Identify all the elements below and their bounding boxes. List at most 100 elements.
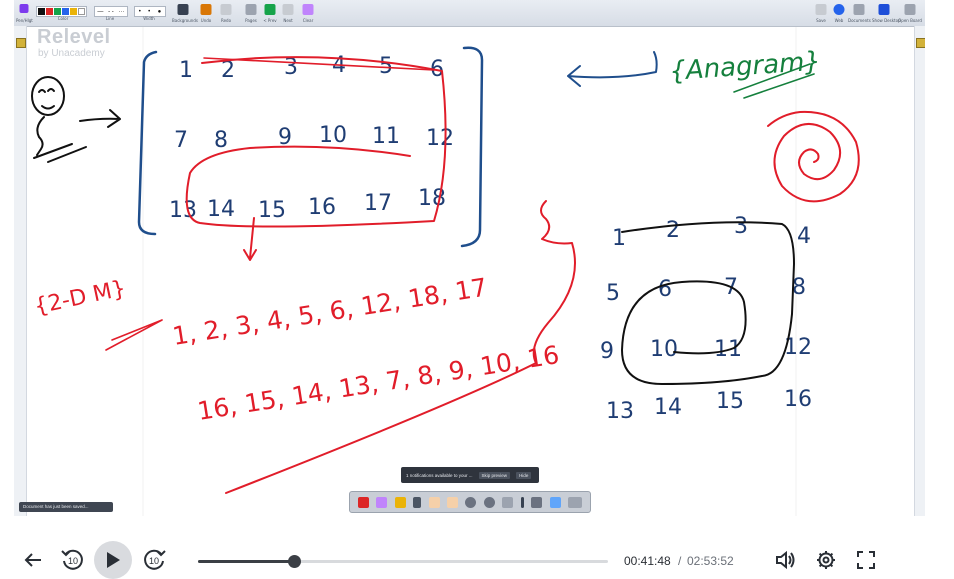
pen-icon — [19, 4, 29, 13]
down-arrow-drawing — [243, 217, 257, 261]
prev-page-icon — [264, 4, 276, 15]
swatch-red[interactable] — [46, 8, 53, 15]
seek-thumb[interactable] — [287, 555, 301, 568]
show-desktop-button[interactable]: Show Desktop — [872, 3, 901, 23]
open-board-button[interactable]: Open Board — [898, 3, 922, 23]
line-solid[interactable]: — — [97, 8, 104, 15]
rewind-10-icon: 10 — [61, 549, 83, 570]
width-medium[interactable]: • — [148, 8, 151, 15]
grab-icon[interactable] — [446, 496, 458, 508]
swatch-green[interactable] — [54, 8, 61, 15]
hand-icon[interactable] — [428, 496, 440, 508]
stick-figure-drawing — [31, 76, 87, 163]
line-tool-icon[interactable] — [520, 496, 524, 508]
matrix-right-bracket — [460, 46, 484, 248]
redo-icon — [220, 4, 232, 15]
red-spiral-drawing — [767, 110, 860, 203]
back-arrow-icon — [24, 553, 41, 567]
zoom-out-icon[interactable] — [483, 496, 495, 508]
svg-text:8: 8 — [214, 128, 228, 153]
watermark-title: Relevel — [37, 26, 111, 48]
save-button[interactable]: Save — [812, 3, 830, 23]
rewind-10-button[interactable]: 10 — [60, 547, 86, 573]
clear-button[interactable]: Clear — [300, 3, 316, 23]
svg-text:3: 3 — [284, 55, 298, 80]
spiral-path-drawing — [621, 221, 795, 385]
right-panel-strip — [914, 26, 925, 516]
duration: 02:53:52 — [687, 554, 734, 568]
seek-progress — [198, 560, 294, 563]
pages-button[interactable]: Pages — [242, 3, 260, 23]
right-panel-toggle-icon[interactable] — [916, 38, 925, 48]
swatch-white[interactable] — [78, 8, 85, 15]
svg-text:{Anagram}: {Anagram} — [668, 46, 821, 87]
color-swatches[interactable] — [36, 6, 87, 17]
right-arrow-drawing — [79, 109, 121, 128]
svg-text:13: 13 — [606, 399, 634, 424]
time-separator: / — [678, 554, 682, 568]
whiteboard[interactable]: 1 2 3 4 5 6 7 8 9 10 11 12 13 14 15 16 1… — [27, 27, 914, 516]
svg-text:16, 15, 14, 13, 7, 8, 9, 10, 1: 16, 15, 14, 13, 7, 8, 9, 10, 16 — [195, 340, 561, 426]
undo-button[interactable]: Undo — [198, 3, 214, 23]
desktop-icon — [878, 4, 890, 15]
width-thin[interactable]: • — [138, 8, 141, 15]
backgrounds-button[interactable]: Backgrounds — [172, 3, 198, 23]
svg-text:{2-D M}: {2-D M} — [32, 276, 128, 320]
prev-page-button[interactable]: < Prev — [261, 3, 279, 23]
swatch-black[interactable] — [38, 8, 45, 15]
line-label: Line — [105, 16, 115, 21]
rewind-label: 10 — [68, 556, 78, 566]
svg-text:16: 16 — [308, 195, 336, 220]
line-style-group[interactable]: — ‑ ‑ ··· — [94, 6, 128, 17]
line-dotted[interactable]: ··· — [118, 8, 125, 15]
zoom-in-icon[interactable] — [465, 496, 477, 508]
undo-icon — [200, 4, 212, 15]
text-tool-icon[interactable] — [531, 496, 543, 508]
current-time: 00:41:48 — [624, 554, 671, 568]
laser-icon[interactable] — [502, 496, 514, 508]
swatch-blue[interactable] — [62, 8, 69, 15]
next-page-icon — [282, 4, 294, 15]
svg-text:17: 17 — [364, 191, 392, 216]
svg-text:4: 4 — [797, 224, 811, 249]
svg-text:14: 14 — [207, 197, 235, 222]
marker-icon[interactable] — [394, 496, 406, 508]
save-icon — [815, 4, 827, 15]
play-button[interactable] — [94, 541, 132, 579]
pen-icon[interactable] — [357, 496, 369, 508]
fullscreen-button[interactable] — [855, 549, 877, 571]
back-button[interactable] — [22, 549, 44, 571]
pen-tool-button[interactable]: Pen/Hlgt — [16, 3, 33, 23]
notification-text: 1 notifications available to your ... — [406, 472, 473, 478]
width-group[interactable]: • • ● — [134, 6, 166, 17]
matrix-strike-line — [203, 57, 435, 71]
keyboard-icon[interactable] — [568, 496, 583, 508]
matrix-spiral-path — [185, 56, 447, 228]
hide-button[interactable]: Hide — [516, 471, 532, 479]
clear-icon — [302, 4, 314, 15]
redo-button[interactable]: Redo — [218, 3, 234, 23]
forward-10-button[interactable]: 10 — [141, 547, 167, 573]
svg-text:1: 1 — [612, 226, 626, 251]
svg-text:9: 9 — [278, 125, 292, 150]
pointer-icon[interactable] — [413, 496, 422, 508]
highlighter-icon[interactable] — [376, 496, 388, 508]
settings-button[interactable] — [815, 549, 837, 571]
volume-button[interactable] — [774, 549, 798, 571]
skip-preview-button[interactable]: Skip preview — [478, 471, 511, 479]
seek-bar[interactable] — [198, 555, 608, 568]
globe-icon — [833, 4, 845, 15]
background-icon — [177, 4, 189, 15]
documents-button[interactable]: Documents — [848, 3, 871, 23]
next-page-button[interactable]: Next — [280, 3, 296, 23]
video-player-controls: 10 10 00:41:48 / 02:53:52 — [0, 540, 954, 579]
width-thick[interactable]: ● — [157, 8, 162, 15]
board-toolbar: Pen/Hlgt Color — ‑ ‑ ··· Line • • ● Widt… — [14, 0, 925, 27]
left-panel-toggle-icon[interactable] — [16, 38, 26, 48]
line-dashed[interactable]: ‑ ‑ — [108, 8, 114, 15]
capture-icon[interactable] — [549, 496, 561, 508]
swatch-yellow[interactable] — [70, 8, 77, 15]
web-button[interactable]: Web — [830, 3, 848, 23]
pages-icon — [245, 4, 257, 15]
pen-tools-bar — [349, 491, 591, 513]
